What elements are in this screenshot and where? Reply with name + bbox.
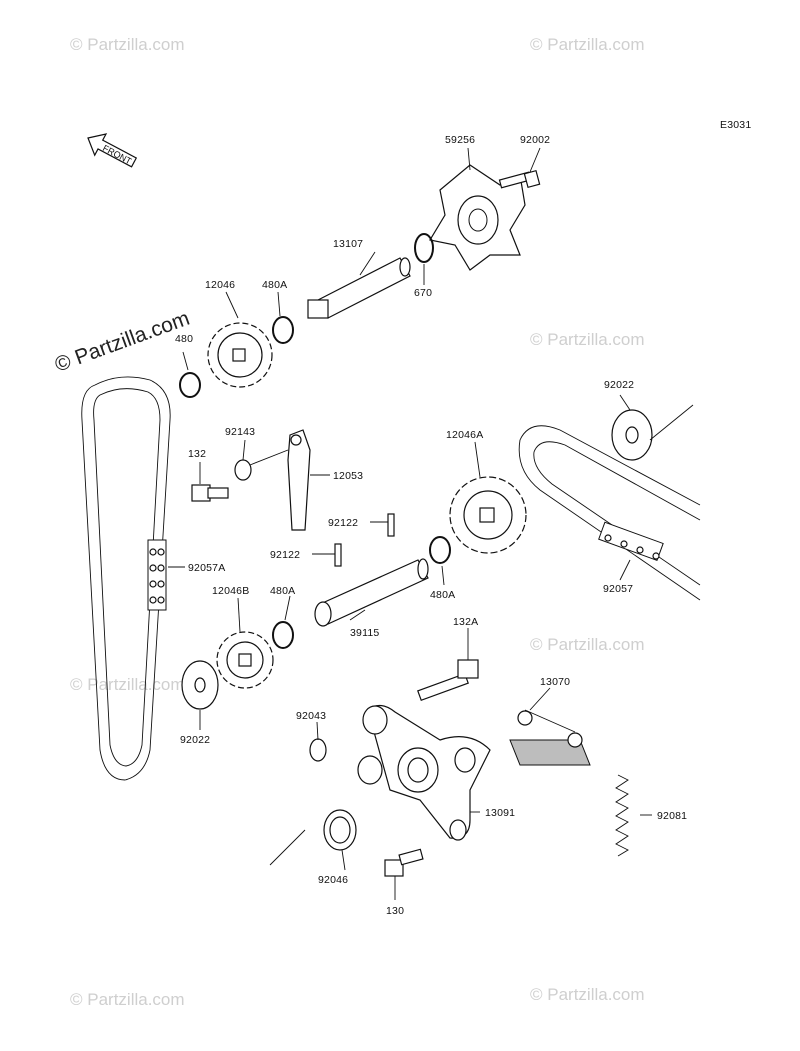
label-92022: 92022 [604, 379, 634, 391]
bolt-130 [384, 848, 424, 877]
label-92046: 92046 [318, 874, 348, 886]
label-12046B: 12046B [212, 585, 249, 597]
chain-joint-92057A [147, 539, 167, 611]
bolt-132A [417, 659, 479, 702]
slider-13070 [509, 709, 591, 766]
label-13107: 13107 [333, 238, 363, 250]
label-92057A: 92057A [188, 562, 225, 574]
tensioner-arm-13091 [357, 704, 491, 841]
label-92081: 92081 [657, 810, 687, 822]
watermark: © Partzilla.com [530, 635, 645, 654]
watermark: © Partzilla.com [70, 990, 185, 1009]
watermark: © Partzilla.com [530, 35, 645, 54]
bolt-92002 [498, 169, 541, 189]
circlip-480A [272, 316, 294, 344]
circlip-480A [429, 536, 451, 564]
bearing-92046 [323, 809, 357, 851]
watermark: © Partzilla.com [52, 307, 193, 377]
chain-joint-92057 [598, 521, 664, 562]
label-12053: 12053 [333, 470, 363, 482]
washer-92022 [611, 409, 653, 461]
label-92143: 92143 [225, 426, 255, 438]
label-12046: 12046 [205, 279, 235, 291]
label-13070: 13070 [540, 676, 570, 688]
label-92043: 92043 [296, 710, 326, 722]
spring-92081 [615, 774, 629, 857]
chain-right [518, 425, 701, 601]
label-92122: 92122 [270, 549, 300, 561]
diagram-code: E3031 [720, 119, 751, 131]
label-132: 132 [188, 448, 206, 460]
label-92002: 92002 [520, 134, 550, 146]
sprocket-12046B [216, 631, 274, 689]
sprocket-12046A [449, 476, 527, 554]
watermark: © Partzilla.com [70, 675, 185, 694]
pin-92122 [334, 543, 342, 567]
chain-left [81, 376, 171, 781]
label-92057: 92057 [603, 583, 633, 595]
washer-92022 [181, 660, 219, 710]
label-13091: 13091 [485, 807, 515, 819]
shaft-13107 [307, 257, 411, 319]
label-480A: 480A [430, 589, 455, 601]
circlip-480A [272, 621, 294, 649]
part-labels: 59256 92002 13107 670 12046 480A 480 920… [175, 134, 687, 917]
label-480A: 480A [270, 585, 295, 597]
sprocket-12046 [207, 322, 273, 388]
pin-92122 [387, 513, 395, 537]
front-label: FRONT [101, 143, 134, 167]
label-132A: 132A [453, 616, 478, 628]
circlip-480 [179, 372, 201, 398]
label-480: 480 [175, 333, 193, 345]
washer-92143 [234, 459, 252, 481]
label-670: 670 [414, 287, 432, 299]
shaft-39115 [314, 558, 429, 627]
label-480A: 480A [262, 279, 287, 291]
watermark: © Partzilla.com [530, 330, 645, 349]
chain-guide-12053 [287, 429, 311, 531]
leader-lines [168, 147, 694, 900]
bolt-132 [191, 484, 229, 502]
o-ring-670 [414, 233, 434, 263]
sprocket-59256 [429, 164, 526, 271]
label-12046A: 12046A [446, 429, 483, 441]
label-39115: 39115 [350, 627, 379, 639]
watermark: © Partzilla.com [530, 985, 645, 1004]
front-arrow-icon: FRONT [87, 133, 138, 168]
collar-92043 [309, 738, 327, 762]
label-59256: 59256 [445, 134, 475, 146]
label-92022: 92022 [180, 734, 210, 746]
label-92122: 92122 [328, 517, 358, 529]
label-130: 130 [386, 905, 404, 917]
watermark: © Partzilla.com [70, 35, 185, 54]
